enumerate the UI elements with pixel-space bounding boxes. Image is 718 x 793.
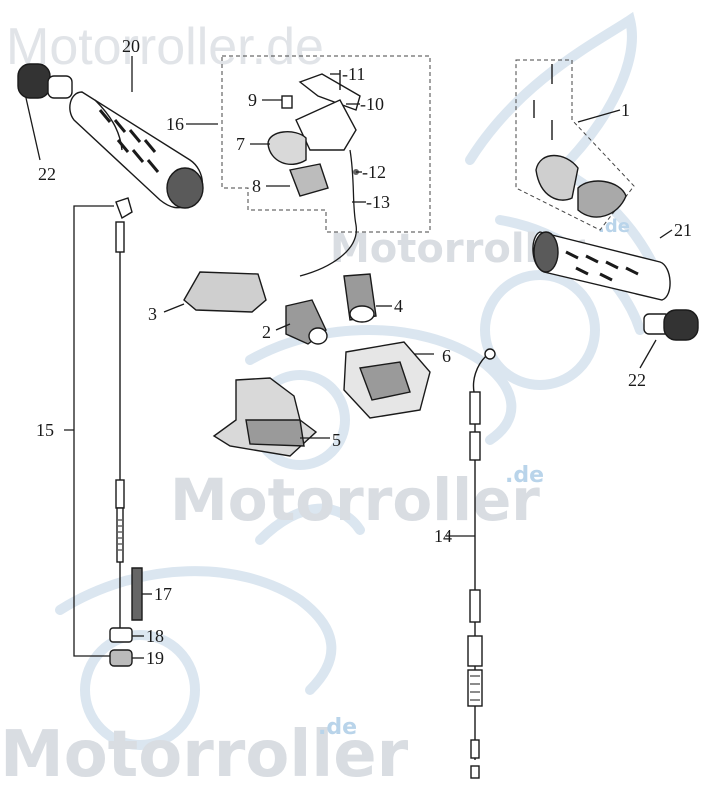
callout-22-left: 22	[38, 164, 56, 184]
right-grip-part	[532, 231, 671, 301]
callout-3: 3	[148, 304, 157, 324]
right-bar-end-part	[643, 309, 699, 341]
callout-12: -12	[362, 162, 386, 182]
callout-22-right: 22	[628, 370, 646, 390]
callout-9: 9	[248, 90, 257, 110]
part-5-switch-housing	[212, 377, 318, 457]
watermark-suffix-bottom: .de	[318, 715, 357, 740]
callout-7: 7	[236, 134, 245, 154]
callout-2: 2	[262, 322, 271, 342]
watermark-suffix-upper: .de	[598, 216, 630, 237]
left-bar-end-part	[17, 63, 73, 99]
leader-lines	[25, 56, 673, 659]
callout-8: 8	[252, 176, 261, 196]
callout-1: 1	[621, 100, 630, 120]
callout-13: -13	[366, 192, 390, 212]
callout-labels: 20 22 16 9 7 8 -11 -10 -12 -13 1 21 22 3…	[36, 36, 692, 668]
callout-16: 16	[166, 114, 184, 134]
callout-4: 4	[394, 296, 403, 316]
brake-lever-assembly-box	[221, 55, 431, 277]
callout-15-bracket	[64, 205, 114, 657]
watermark-brand-bottom: Motorroller	[0, 718, 409, 792]
watermark-brand-mid: Motorroller	[170, 466, 540, 534]
callout-5: 5	[332, 430, 341, 450]
callout-19: 19	[146, 648, 164, 668]
callout-20: 20	[122, 36, 140, 56]
left-grip-part	[69, 91, 204, 209]
callout-14: 14	[434, 526, 452, 546]
callout-10: -10	[360, 94, 384, 114]
callout-11: -11	[342, 64, 365, 84]
callout-15: 15	[36, 420, 54, 440]
part-15-brake-cable	[109, 197, 143, 667]
throttle-housing-part	[515, 59, 635, 231]
watermark-brand-top: Motorroller.de	[6, 18, 324, 76]
switch-parts	[183, 271, 377, 345]
part-3-housing	[183, 271, 267, 313]
callout-6: 6	[442, 346, 451, 366]
callout-21: 21	[674, 220, 692, 240]
part-14-throttle-cable	[467, 348, 496, 779]
callout-17: 17	[154, 584, 172, 604]
watermark-suffix-mid: .de	[505, 463, 544, 488]
part-6-switch-box	[343, 341, 431, 419]
callout-18: 18	[146, 626, 164, 646]
